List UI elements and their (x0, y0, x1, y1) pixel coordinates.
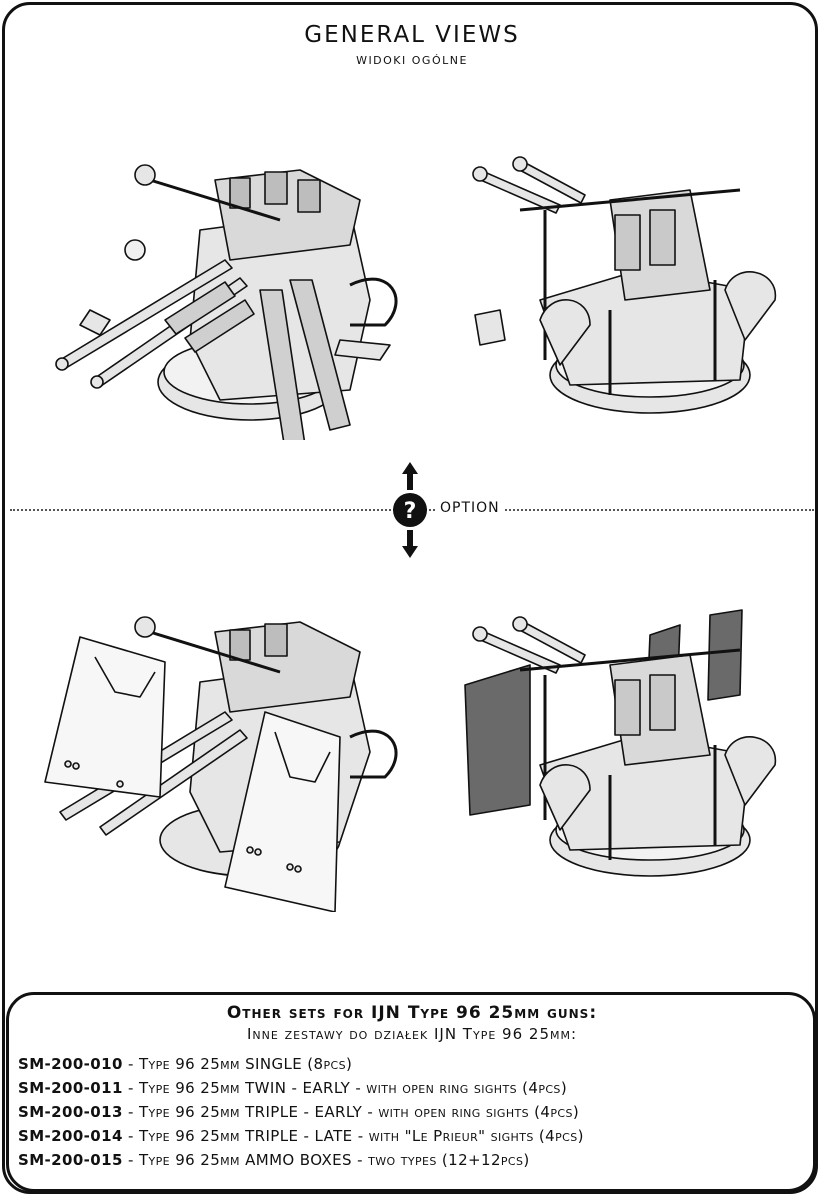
other-sets-heading: Other sets for IJN Type 96 25mm guns: (226, 1003, 598, 1023)
set-description: - Type 96 25mm AMMO BOXES - two types (1… (122, 1151, 530, 1169)
other-sets-list: SM-200-010 - Type 96 25mm SINGLE (8pcs) … (18, 1055, 818, 1175)
set-code: SM-200-015 (18, 1151, 123, 1169)
other-sets-box (6, 992, 816, 1192)
question-mark-icon: ? (393, 462, 427, 558)
page-title: GENERAL VIEWS (304, 22, 520, 48)
twin-gun-shield-view-front-left (44, 616, 398, 912)
set-code: SM-200-011 (18, 1079, 123, 1097)
set-code: SM-200-013 (18, 1103, 123, 1121)
set-description: - Type 96 25mm SINGLE (8pcs) (122, 1055, 353, 1073)
other-sets-subheading: Inne zestawy do działek IJN Type 96 25mm… (246, 1025, 578, 1043)
list-item: SM-200-014 - Type 96 25mm TRIPLE - LATE … (18, 1127, 818, 1151)
twin-gun-view-rear-right (472, 156, 776, 414)
set-description: - Type 96 25mm TRIPLE - EARLY - with ope… (122, 1103, 580, 1121)
twin-gun-shield-view-rear-right (464, 609, 776, 877)
set-description: - Type 96 25mm TRIPLE - LATE - with "Le … (122, 1127, 584, 1145)
svg-text:?: ? (404, 499, 417, 524)
page-subtitle: WIDOKI OGÓLNE (356, 54, 468, 67)
set-code: SM-200-010 (18, 1055, 123, 1073)
set-code: SM-200-014 (18, 1127, 123, 1145)
option-label: OPTION (436, 500, 504, 516)
list-item: SM-200-011 - Type 96 25mm TWIN - EARLY -… (18, 1079, 818, 1103)
list-item: SM-200-015 - Type 96 25mm AMMO BOXES - t… (18, 1151, 818, 1175)
list-item: SM-200-013 - Type 96 25mm TRIPLE - EARLY… (18, 1103, 818, 1127)
twin-gun-view-front-left (55, 164, 398, 440)
list-item: SM-200-010 - Type 96 25mm SINGLE (8pcs) (18, 1055, 818, 1079)
set-description: - Type 96 25mm TWIN - EARLY - with open … (122, 1079, 568, 1097)
